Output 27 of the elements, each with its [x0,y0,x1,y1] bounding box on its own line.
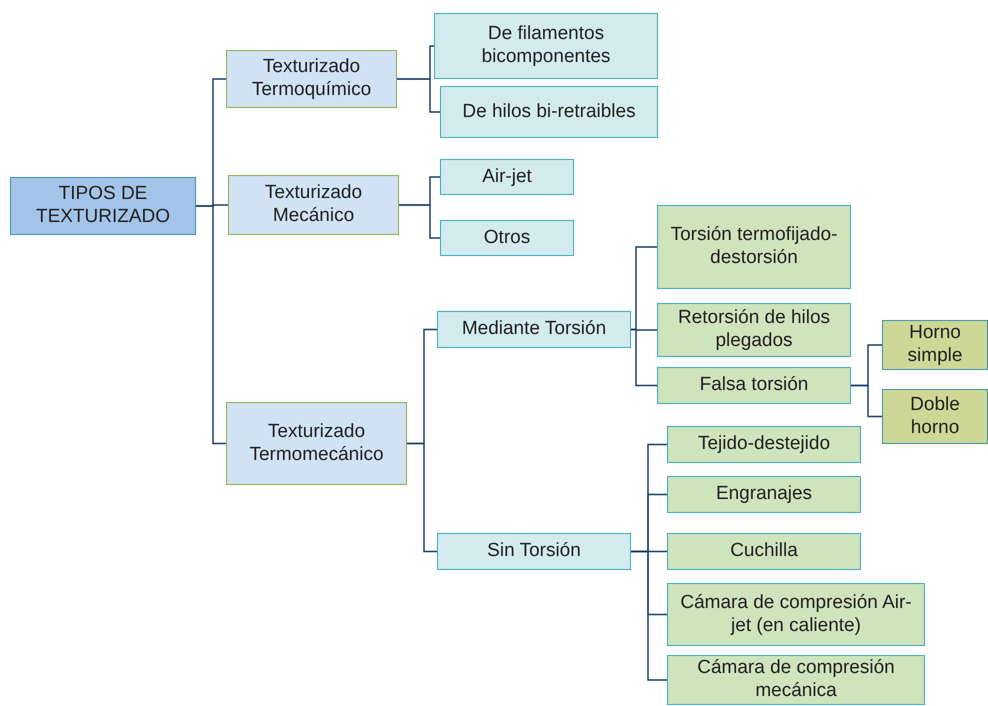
root-box: TIPOS DE TEXTURIZADO [10,177,196,235]
connector-line [631,550,667,681]
subcategory-box: Otros [440,220,574,256]
method-box: Cuchilla [667,533,861,570]
subcategory-box: Mediante Torsión [437,311,631,348]
connector-line [407,442,437,552]
connector-line [399,204,440,239]
connector-line [851,384,882,418]
method-box: Tejido-destejido [667,426,861,463]
category-box: Texturizado Mecánico [228,175,399,235]
method-box: Torsión termofijado-destorsión [657,205,851,289]
connector-line [631,328,657,386]
subcategory-box: Sin Torsión [437,533,631,570]
method-box: Cámara de compresión mecánica [667,655,925,705]
subcategory-box: De filamentos bicomponentes [434,13,658,79]
subcategory-box: Air-jet [440,159,574,195]
method-box: Horno simple [882,320,988,370]
connector-line [196,205,226,444]
method-box: Retorsión de hilos plegados [657,303,851,357]
method-box: Doble horno [882,389,988,444]
method-box: Falsa torsión [657,367,851,404]
connector-line [397,78,440,113]
method-box: Engranajes [667,476,861,513]
category-box: Texturizado Termoquímico [226,50,397,108]
method-box: Cámara de compresión Air-jet (en caliente) [667,583,925,646]
category-box: Texturizado Termomecánico [226,402,407,485]
subcategory-box: De hilos bi-retraibles [440,86,658,138]
